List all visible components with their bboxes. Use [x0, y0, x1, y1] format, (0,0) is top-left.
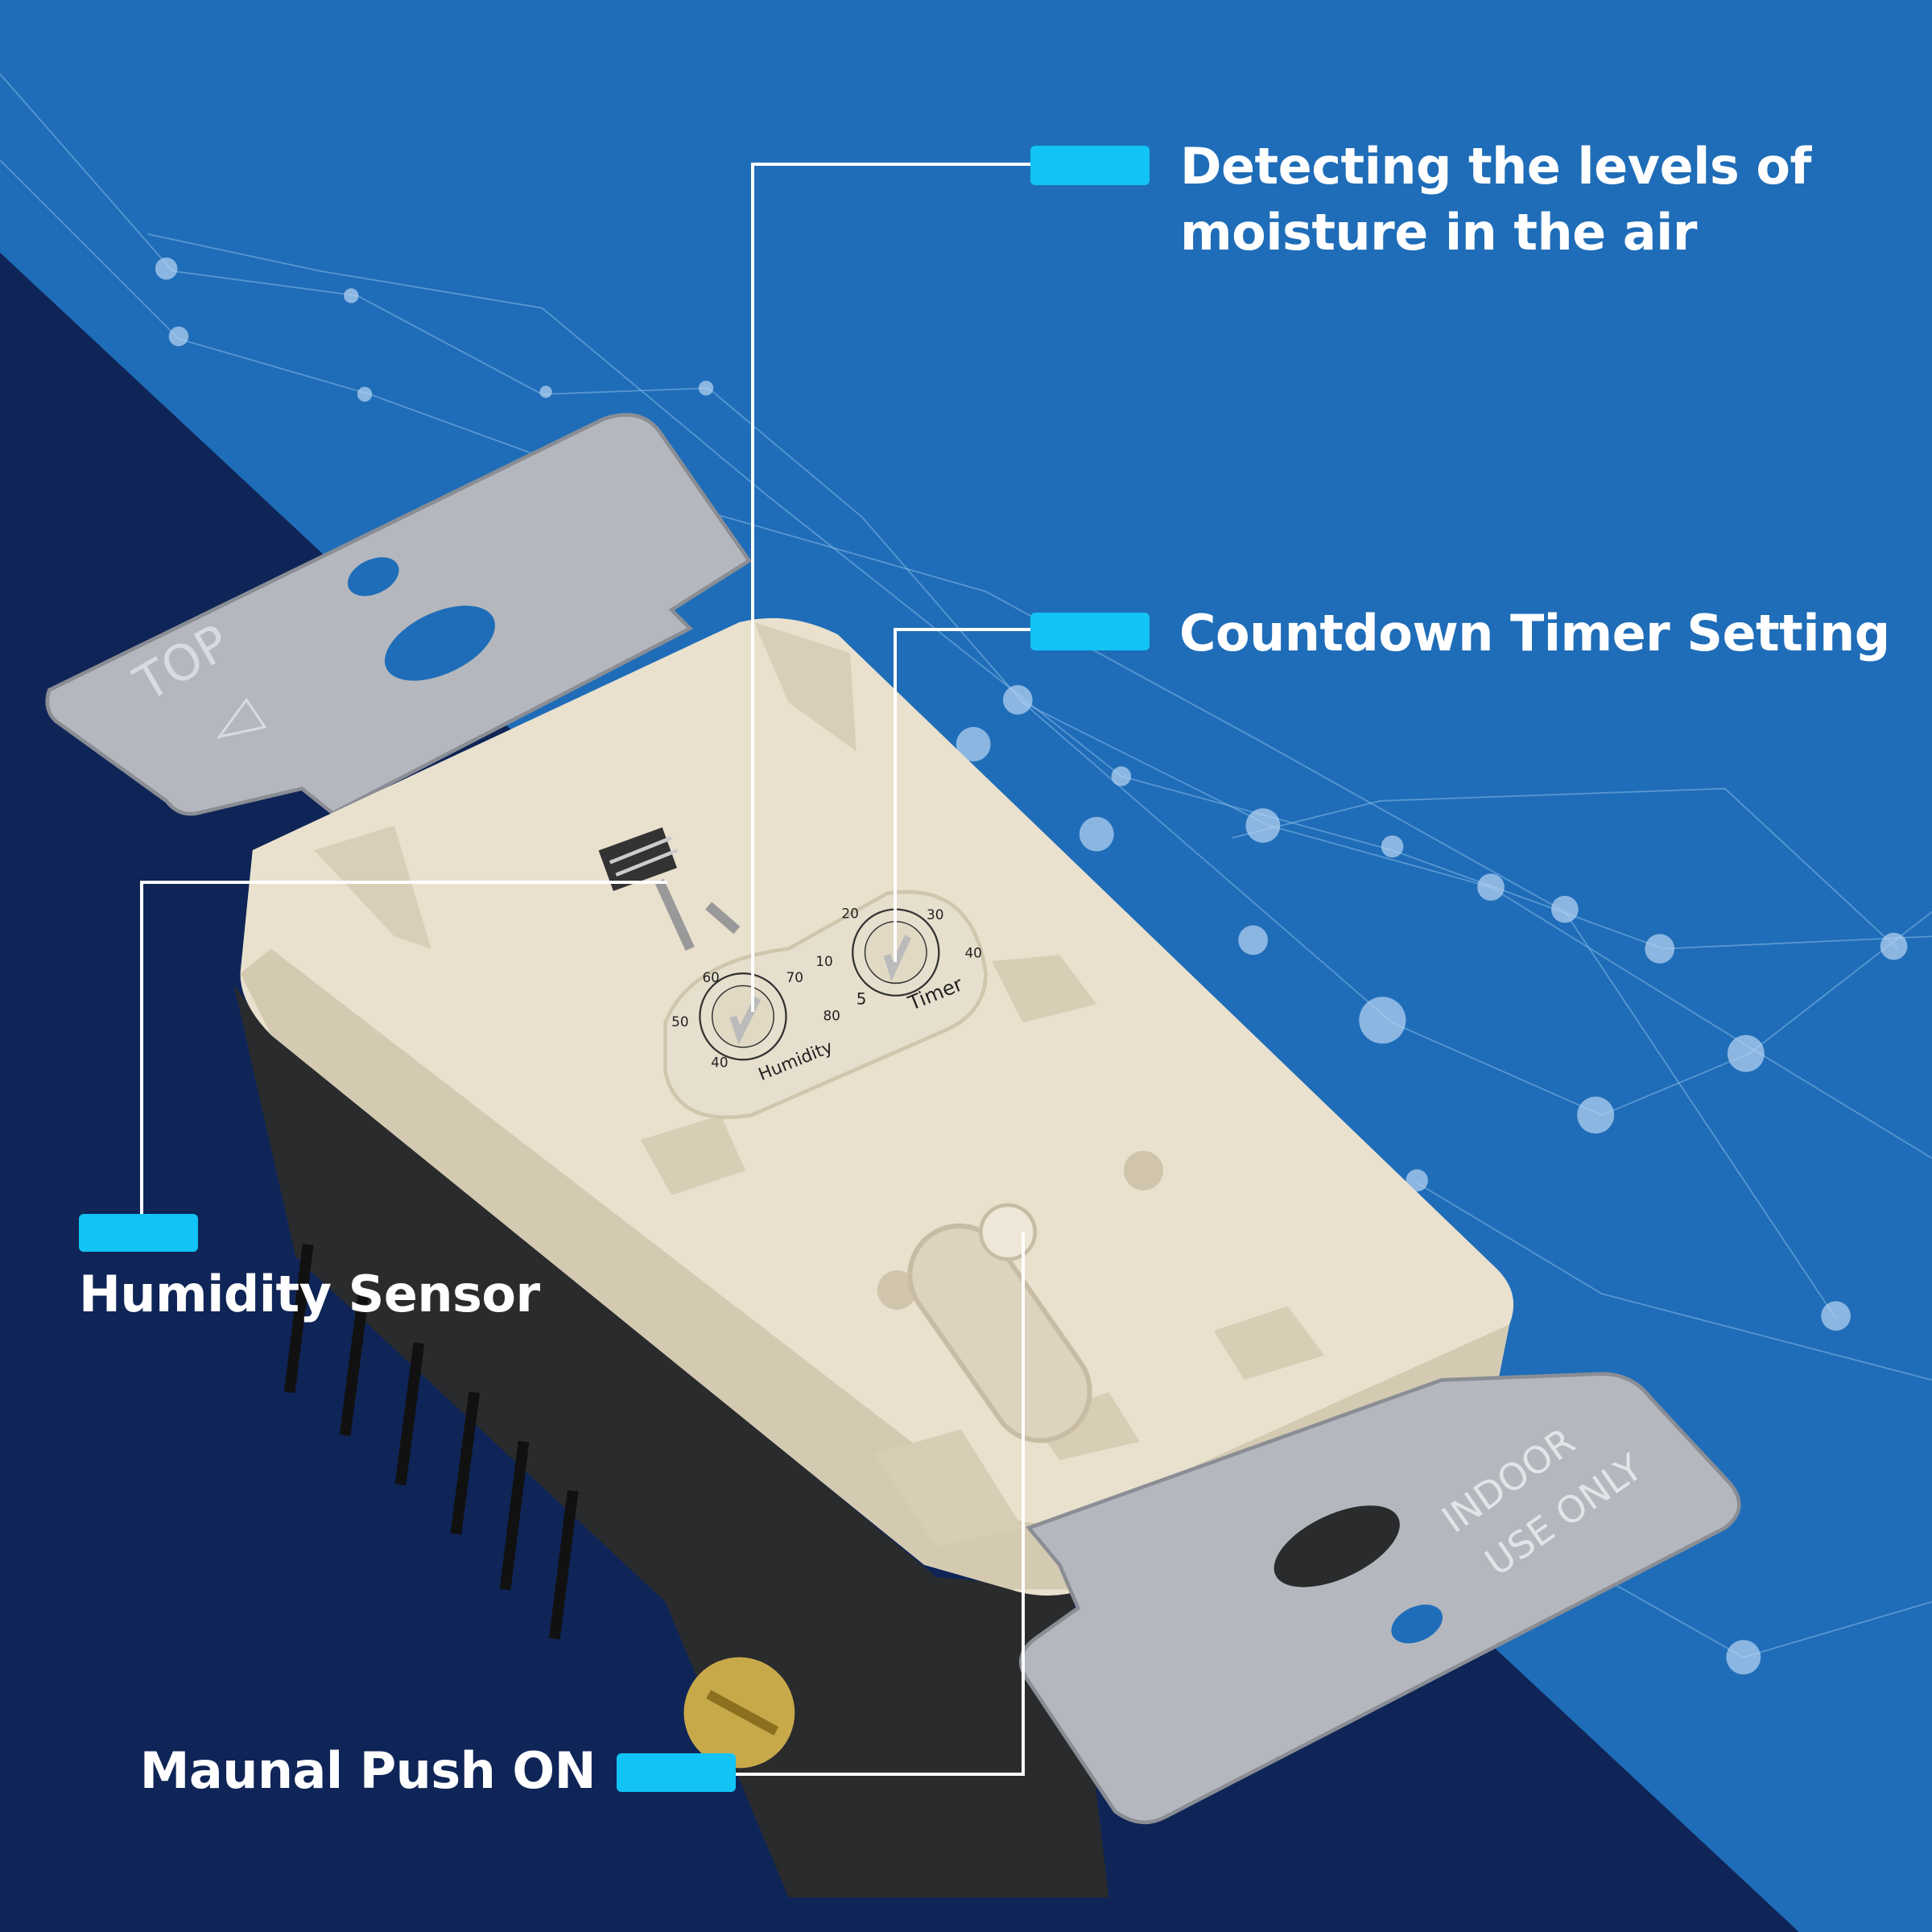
callout-line-moisture: [751, 163, 754, 1012]
humidity-tick: 50: [671, 1013, 688, 1030]
timer-tick: 10: [815, 953, 832, 969]
callout-marker-timer: [1030, 613, 1150, 650]
timer-tick: 20: [841, 905, 858, 921]
humidity-tick: 70: [786, 969, 803, 985]
callout-line-timer: [894, 628, 897, 962]
top-mounting-plate: TOP: [45, 413, 752, 816]
device-body: [240, 617, 1514, 1596]
callout-line-push-on: [734, 1773, 1025, 1776]
network-nodes: [155, 257, 1908, 1675]
bottom-mounting-plate: INDOOR USE ONLY: [1018, 1372, 1741, 1824]
humidity-tick: 60: [702, 969, 719, 985]
network-lines: [0, 73, 1932, 1658]
callout-humidity-sensor: Humidity Sensor: [79, 1265, 540, 1323]
callout-moisture: Detecting the levels of moisture in the …: [1180, 134, 1811, 266]
timer-tick: 40: [964, 944, 981, 960]
callout-line-push-on: [1022, 1232, 1025, 1776]
housing-vents: [283, 1244, 579, 1640]
callout-moisture-line2: moisture in the air: [1180, 203, 1697, 262]
callout-marker-push-on: [617, 1753, 736, 1792]
housing: [233, 985, 1109, 1898]
callout-marker-humidity-sensor: [79, 1214, 198, 1252]
callout-moisture-line1: Detecting the levels of: [1180, 137, 1811, 196]
timer-tick: 5: [857, 989, 867, 1008]
callout-line-moisture: [751, 163, 1033, 166]
callout-line-timer: [894, 628, 1032, 631]
callout-timer: Countdown Timer Setting: [1179, 604, 1890, 663]
manual-push-button[interactable]: [890, 1203, 1108, 1460]
timer-tick: 30: [927, 906, 943, 923]
humidity-sensor-element: [598, 827, 741, 952]
screw-hole: [347, 557, 399, 597]
callout-line-humidity-sensor: [140, 881, 143, 1216]
arrow-up-icon: [216, 697, 267, 739]
callout-line-humidity-sensor: [140, 881, 667, 884]
humidity-tick: 40: [711, 1055, 728, 1071]
dial-panel: 40 50 60 70 80 Humidity 5 10 20 30 40 Ti…: [663, 890, 988, 1120]
callout-push-on: Maunal Push ON: [139, 1741, 597, 1800]
humidity-tick: 80: [823, 1007, 840, 1023]
mounting-slot: [384, 605, 495, 681]
callout-marker-moisture: [1030, 146, 1150, 185]
